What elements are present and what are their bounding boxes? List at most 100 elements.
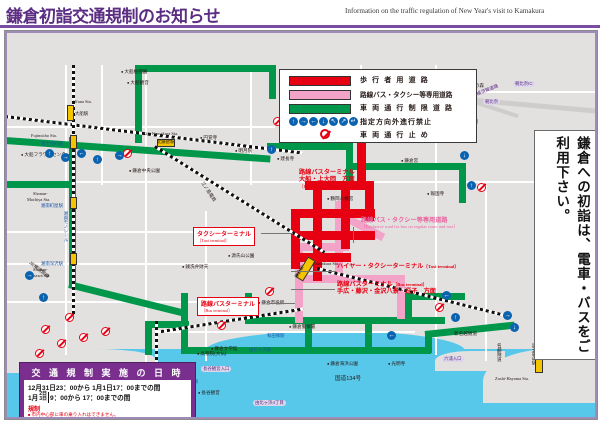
no-entry-marker-12[interactable] <box>265 287 274 296</box>
green-road-ofuna-v <box>135 65 142 143</box>
legend-swatch-pedestrian <box>289 76 351 86</box>
station-marker-kitakamakura[interactable] <box>157 139 175 147</box>
regulation-note-1: 市内中心部に車の乗り入れはできません。 <box>28 412 118 418</box>
no-entry-marker-11[interactable] <box>435 303 444 312</box>
station-label-kitakamakura-jp: 北鎌倉駅 <box>157 139 175 144</box>
no-entry-marker-1[interactable] <box>123 149 132 158</box>
direction-sign-16[interactable]: → <box>503 311 512 320</box>
direction-sign-12[interactable]: ↑ <box>39 293 48 302</box>
legend-direction-icon-6: ↗ <box>339 117 348 126</box>
regulation-datetime-box: 交 通 規 制 実 施 の 日 時 12月31日23：00から 1月1日17：0… <box>19 362 196 419</box>
no-entry-marker-6[interactable] <box>35 349 44 358</box>
road-base-1 <box>65 65 67 355</box>
station-marker-fukasawa[interactable] <box>70 253 77 265</box>
road-label-monorail: 湘南モノレール <box>64 211 69 242</box>
direction-sign-1[interactable]: ↑ <box>45 149 54 158</box>
legend-label-bus-taxi: 路線バス・タクシー等専用道路 <box>360 92 453 99</box>
direction-sign-10[interactable]: ↑ <box>467 181 476 190</box>
direction-sign-4[interactable]: ↑ <box>93 155 102 164</box>
legend-direction-icon-7: ↵ <box>349 117 358 126</box>
place-label-genjiyama: 源氏山公園 <box>228 253 254 259</box>
no-entry-marker-5[interactable] <box>41 325 50 334</box>
place-label-ofuna-botanical: 大船植物園 <box>121 69 147 75</box>
direction-sign-14[interactable]: ← <box>442 291 451 300</box>
red-road-station-v <box>291 209 300 269</box>
road-base-2 <box>5 181 597 183</box>
regulation-period-day2: 3日 <box>39 396 48 403</box>
station-label-machiya-en: Machiya Sta. <box>27 197 51 202</box>
place-label-zeniarai: 銭洗弁財天 <box>182 264 208 270</box>
place-label-engakuji: 円覚寺 <box>200 135 217 141</box>
road-label-asahina-ic: 朝比奈IC <box>513 81 535 87</box>
callout-bus-terminal-south-jp2: 手広・藤沢・金沢八景・逗子 方面 <box>337 288 436 296</box>
no-entry-marker-10[interactable] <box>217 321 226 330</box>
place-label-city-hall: 鎌倉市役所 <box>258 300 284 306</box>
legend-direction-icon-1: ↑ <box>289 117 298 126</box>
map-canvas[interactable]: Ofuna Sta. Fujimicho Sta. Shonan- Machiy… <box>4 30 598 420</box>
direction-sign-2[interactable]: → <box>61 153 70 162</box>
legend-row-bus-taxi: 路線バス・タクシー等専用道路 <box>280 88 476 100</box>
legend-swatch-bus-taxi <box>289 90 351 100</box>
pink-road-main-v <box>335 201 343 281</box>
station-label-fujimicho-jp: 富士見町駅 <box>41 141 63 146</box>
callout-hire-taxi-en-text: 〔Taxi terminal〕 <box>423 264 460 269</box>
place-label-tsurugaoka: 鶴岡八幡宮 <box>327 196 353 202</box>
leader-line-1 <box>261 233 293 234</box>
callout-bus-terminal-south-jp: 路線バスターミナル〔Bus terminal〕 <box>337 281 436 288</box>
green-road-east-v <box>459 163 466 203</box>
place-label-yuigahama4: 由比ヶ浜4丁目 <box>253 400 286 406</box>
callout-bus-terminal-west: 路線バスターミナル 〔Bus terminal〕 <box>197 297 260 316</box>
regulation-heading: 規制 <box>28 407 41 413</box>
station-marker-fujimicho[interactable] <box>70 135 77 149</box>
legend-direction-sign-group: ↑ → ← ↓ ↖ ↗ ↵ <box>289 117 358 126</box>
direction-sign-3[interactable]: ← <box>77 149 86 158</box>
no-entry-marker-3[interactable] <box>477 183 486 192</box>
direction-sign-6[interactable]: ↑ <box>267 145 276 154</box>
road-label-route134: 国道134号 <box>335 376 362 382</box>
no-entry-marker-7[interactable] <box>57 339 66 348</box>
station-marker-machiya[interactable] <box>70 197 77 209</box>
place-label-hase-kannon-iriguchi: 長谷観音入口 <box>201 366 232 372</box>
legend-direction-icon-3: ← <box>309 117 318 126</box>
station-label-zushihayama-en: Zushi-Hayama Sta. <box>495 376 529 381</box>
legend-direction-icon-2: → <box>299 117 308 126</box>
direction-sign-9[interactable]: ↓ <box>460 151 469 160</box>
direction-sign-15[interactable]: ↑ <box>451 313 460 322</box>
road-base-8 <box>250 65 252 185</box>
regulation-period-day1: 2日 <box>39 391 48 397</box>
direction-sign-5[interactable]: → <box>115 151 124 160</box>
station-label-fukasawa-jp: 湘南深沢駅 <box>41 261 63 266</box>
direction-sign-11[interactable]: → <box>25 271 34 280</box>
station-label-kitakamakura-en: Kita-Kamakura Sta. <box>143 131 179 136</box>
red-road-mid-h1 <box>295 209 375 218</box>
callout-bus-terminal-ofuna: 路線バスターミナル 大船・上大岡 方面 〔Bus terminal〕 <box>299 169 355 189</box>
green-road-west-diag <box>68 281 187 317</box>
callout-taxi-terminal-west-en: 〔Taxi terminal〕 <box>197 238 230 243</box>
no-entry-marker-8[interactable] <box>79 333 88 342</box>
callout-taxi-terminal-west-jp: タクシーターミナル <box>197 232 252 238</box>
legend-label-direction: 指定方向外進行禁止 <box>360 119 432 126</box>
station-marker-ofuna[interactable] <box>67 105 74 121</box>
no-entry-marker-4[interactable] <box>65 313 74 322</box>
callout-bus-terminal-ofuna-jp: 路線バスターミナル <box>299 169 355 176</box>
legend-row-restricted: 車 両 通 行 制 限 道 路 <box>280 102 476 114</box>
green-road-kenchoji <box>267 143 353 150</box>
green-road-ofuna-top <box>135 65 275 72</box>
callout-hire-taxi-terminal-jp: ハイヤー・タクシーターミナル〔Taxi terminal〕 <box>337 263 459 270</box>
direction-sign-17[interactable]: ↓ <box>510 323 519 332</box>
callout-bus-south-en-text: 〔Bus terminal〕 <box>392 282 428 287</box>
legend-direction-icon-4: ↓ <box>319 117 328 126</box>
legend-label-restricted: 車 両 通 行 制 限 道 路 <box>360 105 454 112</box>
regulation-period-line1: 12月31日23：00から 1月1日17：00までの間 <box>28 385 161 392</box>
green-road-north-right <box>269 65 276 99</box>
station-label-fujimicho-en: Fujimicho Sta. <box>31 133 57 138</box>
callout-taxi-terminal-west: タクシーターミナル 〔Taxi terminal〕 <box>193 227 256 246</box>
promo-panel: 鎌倉への初詣は、電車・バスをご利用下さい。 <box>534 130 596 360</box>
legend-label-no-vehicles: 車 両 通 行 止 め <box>360 132 430 139</box>
direction-sign-18[interactable]: ← <box>387 331 396 340</box>
station-label-wadazuka: 和田塚駅 <box>267 333 285 338</box>
road-base-13 <box>5 231 205 233</box>
station-label-kamakura-en: Kamakura Sta. <box>313 261 340 266</box>
no-entry-marker-9[interactable] <box>101 327 110 336</box>
pink-road-west-v <box>295 243 303 323</box>
